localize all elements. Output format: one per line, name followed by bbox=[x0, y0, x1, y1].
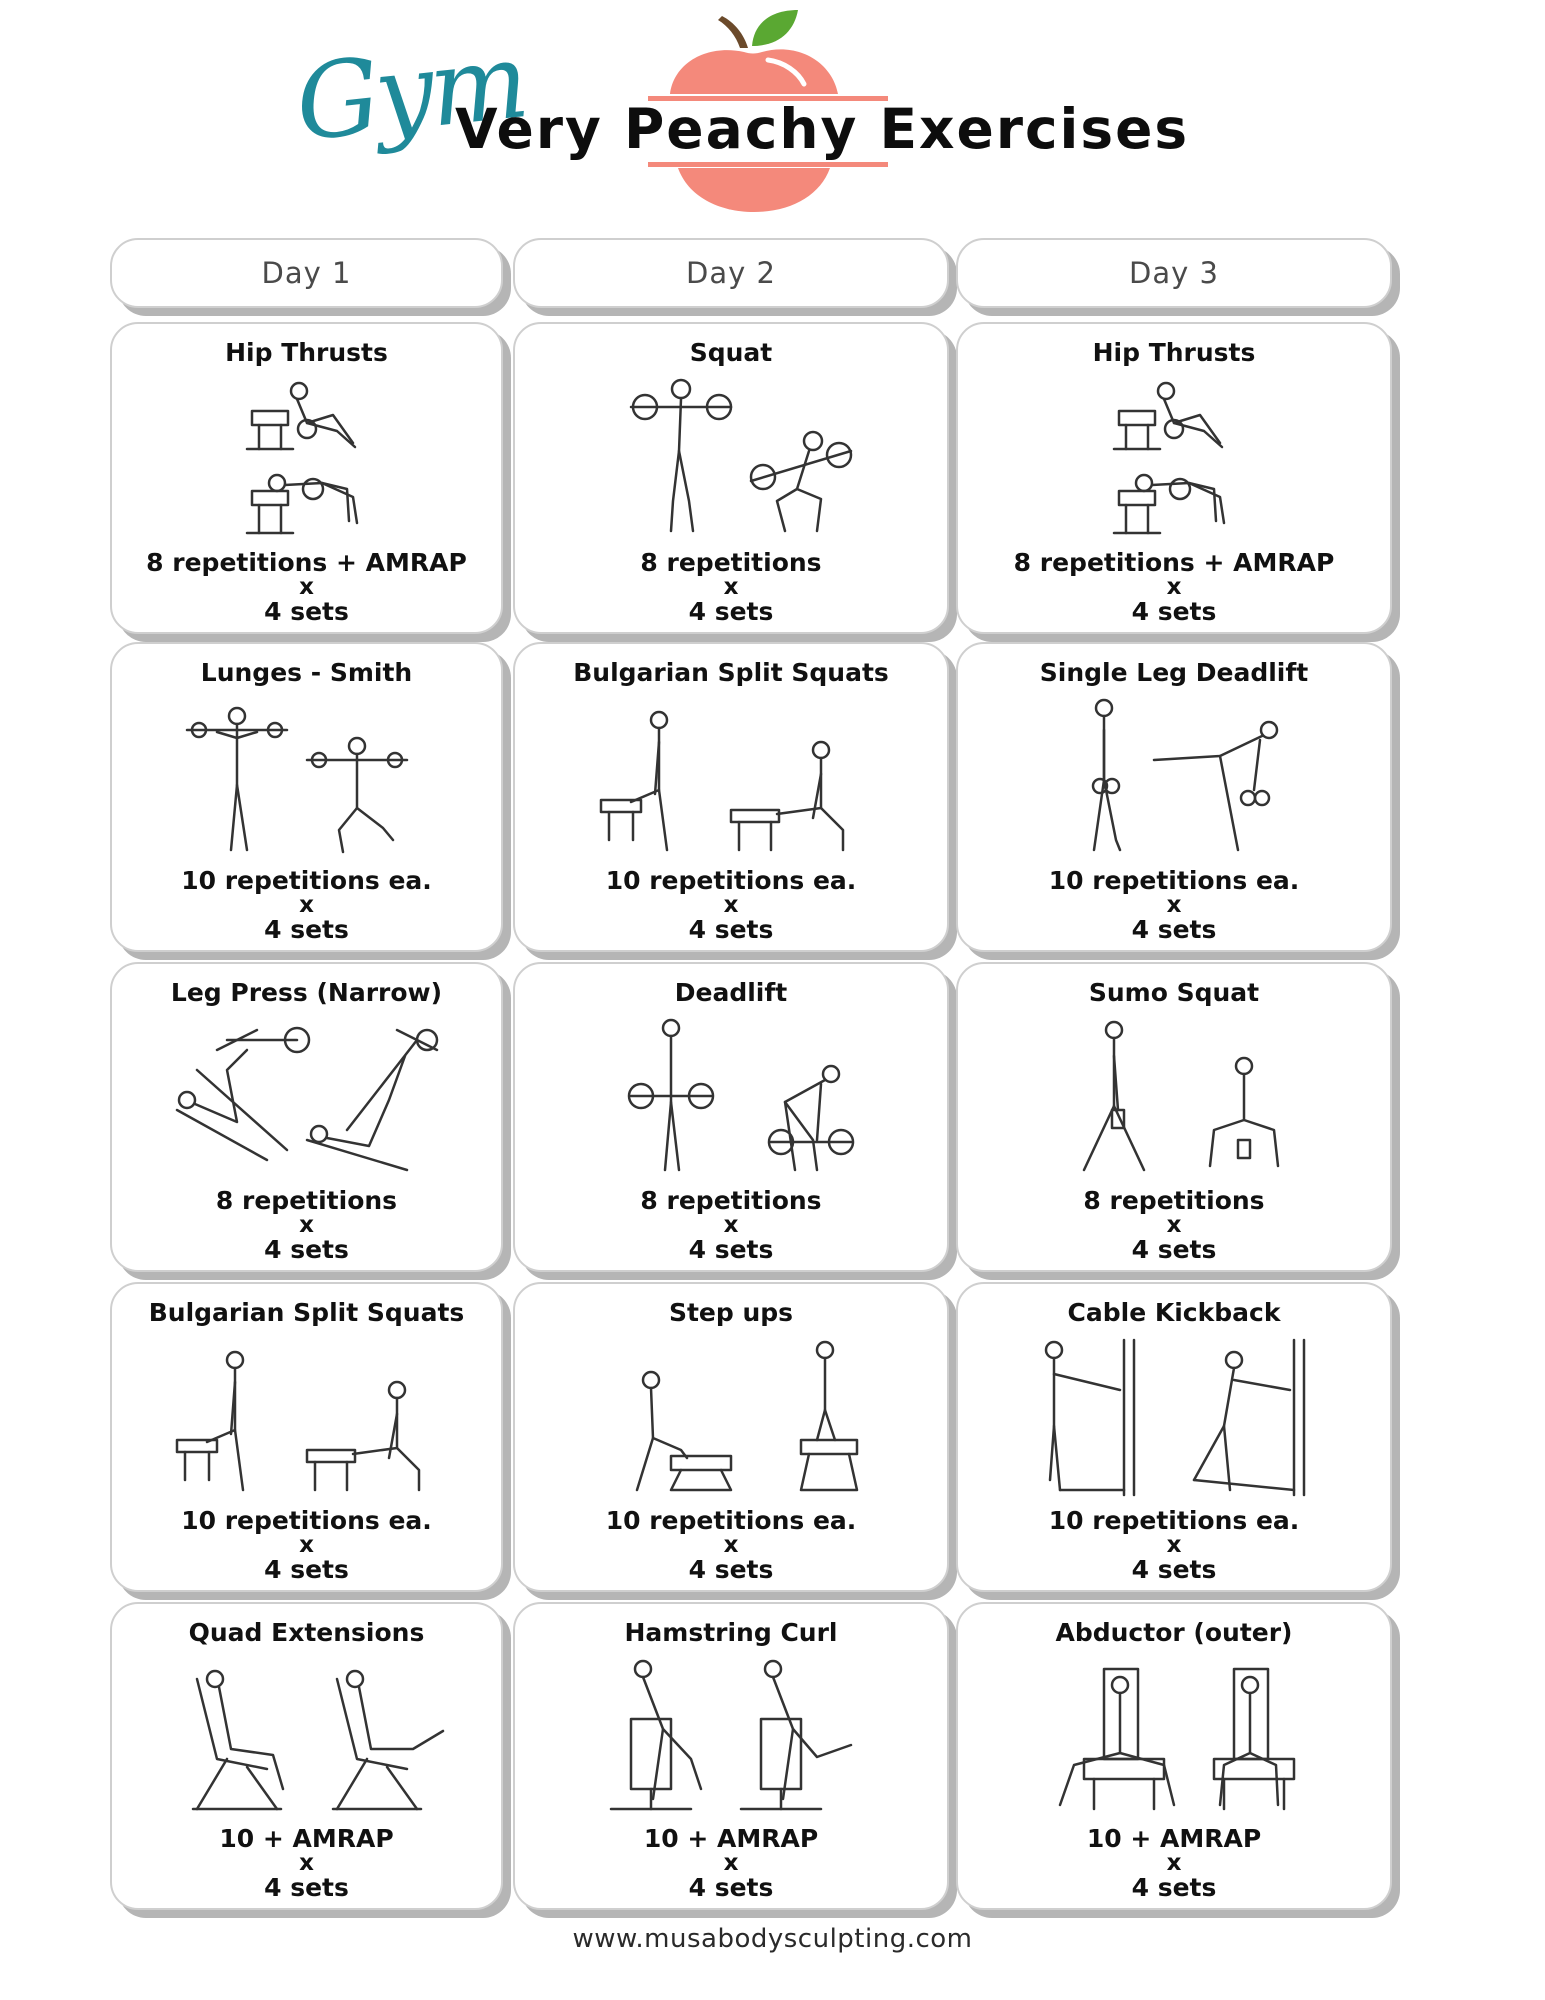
exercise-reps: 8 repetitions bbox=[640, 1186, 822, 1215]
exercise-reps: 10 + AMRAP bbox=[219, 1824, 394, 1853]
exercise-sets: 4 sets bbox=[264, 597, 349, 626]
exercise-name: Single Leg Deadlift bbox=[1039, 658, 1309, 687]
exercise-name: Cable Kickback bbox=[1067, 1298, 1281, 1327]
exercise-sets: 4 sets bbox=[1131, 1873, 1217, 1902]
exercise-name: Deadlift bbox=[674, 978, 788, 1007]
times-symbol: x bbox=[723, 574, 739, 600]
exercise-card-day1-2: Lunges - Smith 10 repetitions ea. x 4 se… bbox=[110, 642, 503, 952]
exercise-reps: 8 repetitions + AMRAP bbox=[146, 548, 467, 577]
times-symbol: x bbox=[299, 574, 314, 600]
exercise-card-day2-1: Squat 8 repetitions x 4 sets bbox=[513, 322, 949, 634]
exercise-sets: 4 sets bbox=[1131, 597, 1217, 626]
times-symbol: x bbox=[1166, 1532, 1182, 1558]
exercise-card-day3-1: Hip Thrusts 8 repetitions + AMRAP x 4 se… bbox=[956, 322, 1392, 634]
exercise-card-day3-5: Abductor (outer) 10 + AMRAP x 4 sets bbox=[956, 1602, 1392, 1910]
times-symbol: x bbox=[1166, 574, 1182, 600]
exercise-name: Step ups bbox=[668, 1298, 794, 1327]
exercise-name: Bulgarian Split Squats bbox=[573, 658, 889, 687]
exercise-card-day1-4: Bulgarian Split Squats 10 repetitions ea… bbox=[110, 1282, 503, 1592]
exercise-sets: 4 sets bbox=[1131, 915, 1217, 944]
day-3-header: Day 3 bbox=[956, 238, 1392, 308]
leg-extension-illustration bbox=[112, 1647, 501, 1826]
page-title: Very Peachy Exercises bbox=[455, 97, 1190, 161]
exercise-name: Hip Thrusts bbox=[225, 338, 388, 367]
exercise-reps: 8 repetitions bbox=[1083, 1186, 1265, 1215]
exercise-card-day2-2: Bulgarian Split Squats 10 repetitions ea… bbox=[513, 642, 949, 952]
hip-thrust-illustration bbox=[112, 367, 501, 550]
times-symbol: x bbox=[723, 1532, 739, 1558]
exercise-sets: 4 sets bbox=[688, 1235, 774, 1264]
exercise-reps: 8 repetitions bbox=[640, 548, 822, 577]
website-url: www.musabodysculpting.com bbox=[572, 1924, 973, 1954]
exercise-sets: 4 sets bbox=[264, 1555, 349, 1584]
page-header: Gym Very Peachy Exercises bbox=[0, 0, 1545, 220]
times-symbol: x bbox=[723, 892, 739, 918]
exercise-name: Lunges - Smith bbox=[200, 658, 413, 687]
exercise-reps: 10 repetitions ea. bbox=[181, 1506, 432, 1535]
hamstring-curl-illustration bbox=[515, 1647, 947, 1826]
exercise-reps: 10 repetitions ea. bbox=[605, 866, 857, 895]
times-symbol: x bbox=[299, 1212, 314, 1238]
exercise-sets: 4 sets bbox=[688, 597, 774, 626]
sumo-squat-illustration bbox=[958, 1007, 1390, 1188]
exercise-reps: 10 + AMRAP bbox=[1086, 1824, 1262, 1853]
times-symbol: x bbox=[299, 1850, 314, 1876]
exercise-reps: 10 + AMRAP bbox=[643, 1824, 819, 1853]
times-symbol: x bbox=[299, 1532, 314, 1558]
day-1-header: Day 1 bbox=[110, 238, 503, 308]
exercise-sets: 4 sets bbox=[264, 1873, 349, 1902]
exercise-name: Quad Extensions bbox=[188, 1618, 425, 1647]
exercise-name: Abductor (outer) bbox=[1055, 1618, 1293, 1647]
exercise-sets: 4 sets bbox=[264, 915, 349, 944]
exercise-card-day3-3: Sumo Squat 8 repetitions x 4 sets bbox=[956, 962, 1392, 1272]
barbell-lunge-illustration bbox=[112, 687, 501, 868]
exercise-card-day2-5: Hamstring Curl 10 + AMRAP x 4 sets bbox=[513, 1602, 949, 1910]
cable-kickback-illustration bbox=[958, 1327, 1390, 1508]
exercise-name: Squat bbox=[689, 338, 773, 367]
exercise-name: Bulgarian Split Squats bbox=[148, 1298, 465, 1327]
exercise-card-day2-4: Step ups 10 repetitions ea. x 4 sets bbox=[513, 1282, 949, 1592]
exercise-card-day1-5: Quad Extensions 10 + AMRAP x 4 sets bbox=[110, 1602, 503, 1910]
exercise-name: Sumo Squat bbox=[1088, 978, 1260, 1007]
split-squat-illustration bbox=[515, 687, 947, 868]
exercise-name: Leg Press (Narrow) bbox=[170, 978, 443, 1007]
exercise-sets: 4 sets bbox=[688, 915, 774, 944]
times-symbol: x bbox=[1166, 1212, 1182, 1238]
hip-thrust-illustration bbox=[958, 367, 1390, 550]
times-symbol: x bbox=[299, 892, 314, 918]
times-symbol: x bbox=[723, 1212, 739, 1238]
exercise-sets: 4 sets bbox=[688, 1555, 774, 1584]
times-symbol: x bbox=[1166, 1850, 1182, 1876]
abductor-machine-illustration bbox=[958, 1647, 1390, 1826]
exercise-reps: 10 repetitions ea. bbox=[1048, 1506, 1300, 1535]
exercise-reps: 10 repetitions ea. bbox=[181, 866, 432, 895]
peach-icon bbox=[648, 10, 888, 212]
barbell-squat-illustration bbox=[515, 367, 947, 550]
exercise-card-day3-4: Cable Kickback 10 repetitions ea. x 4 se… bbox=[956, 1282, 1392, 1592]
exercise-sets: 4 sets bbox=[1131, 1555, 1217, 1584]
exercise-card-day1-3: Leg Press (Narrow) 8 repetitions x 4 set… bbox=[110, 962, 503, 1272]
deadlift-illustration bbox=[515, 1007, 947, 1188]
times-symbol: x bbox=[723, 1850, 739, 1876]
exercise-reps: 10 repetitions ea. bbox=[605, 1506, 857, 1535]
step-up-illustration bbox=[515, 1327, 947, 1508]
exercise-reps: 8 repetitions bbox=[215, 1186, 398, 1215]
exercise-sets: 4 sets bbox=[1131, 1235, 1217, 1264]
exercise-sets: 4 sets bbox=[688, 1873, 774, 1902]
day-2-header: Day 2 bbox=[513, 238, 949, 308]
single-leg-deadlift-illustration bbox=[958, 687, 1390, 868]
exercise-reps: 10 repetitions ea. bbox=[1048, 866, 1300, 895]
split-squat-illustration bbox=[112, 1327, 501, 1508]
exercise-sets: 4 sets bbox=[264, 1235, 349, 1264]
times-symbol: x bbox=[1166, 892, 1182, 918]
exercise-reps: 8 repetitions + AMRAP bbox=[1013, 548, 1335, 577]
leg-press-illustration bbox=[112, 1007, 501, 1188]
exercise-card-day2-3: Deadlift 8 repetitions x 4 sets bbox=[513, 962, 949, 1272]
exercise-name: Hamstring Curl bbox=[624, 1618, 838, 1647]
exercise-name: Hip Thrusts bbox=[1092, 338, 1256, 367]
exercise-card-day3-2: Single Leg Deadlift 10 repetitions ea. x… bbox=[956, 642, 1392, 952]
exercise-card-day1-1: Hip Thrusts 8 repetitions + AMRAP x 4 se… bbox=[110, 322, 503, 634]
